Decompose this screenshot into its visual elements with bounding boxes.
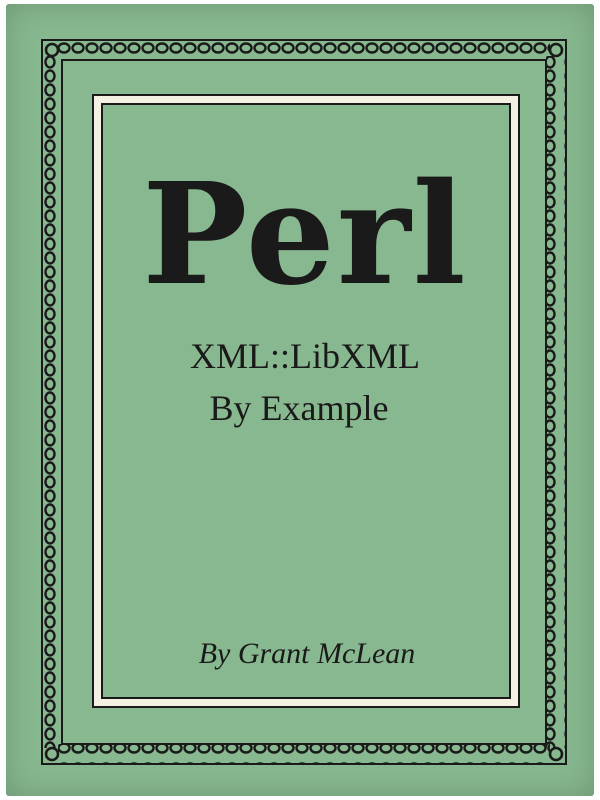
book-subtitle-line-2: By Example — [209, 388, 389, 428]
book-cover — [6, 4, 594, 796]
chain-border-ornament — [41, 39, 567, 765]
book-subtitle-line-1: XML::LibXML — [190, 336, 420, 376]
book-author: By Grant McLean — [198, 637, 416, 670]
cream-frame-band — [94, 96, 518, 706]
inner-frame-rule — [101, 103, 511, 699]
book-title: Perl — [142, 153, 468, 317]
outer-frame-rule — [92, 94, 520, 708]
